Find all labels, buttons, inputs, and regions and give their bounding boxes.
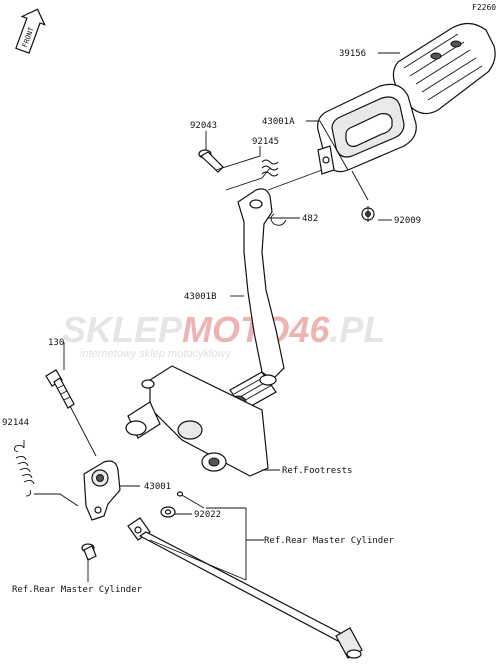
clevis-pin	[81, 543, 97, 561]
callout-39156: 39156	[339, 49, 366, 59]
watermark-brand-4: .PL	[329, 309, 385, 350]
brake-pedal-pad	[317, 83, 417, 175]
callout-ref-rear-master-cylinder-left: Ref.Rear Master Cylinder	[12, 585, 143, 595]
footrest-bracket	[125, 365, 269, 477]
callout-43001A: 43001A	[262, 117, 295, 127]
callout-92043: 92043	[190, 121, 217, 131]
bolt-130	[45, 369, 75, 409]
front-arrow-icon: FRONT	[15, 8, 46, 54]
brake-pedal-arm	[237, 188, 285, 381]
footrest-rubber-pad	[392, 22, 496, 115]
spring-92144	[13, 444, 35, 497]
cotter-pin	[176, 491, 205, 509]
callout-ref-footrests: Ref.Footrests	[282, 466, 352, 476]
callout-482: 482	[302, 214, 318, 224]
pin-92043	[198, 149, 224, 173]
callout-labels: 39156 43001A 92043 92145 482 92009 43001…	[2, 49, 421, 595]
callout-92009: 92009	[394, 216, 421, 226]
svg-text:SKLEPMOTO46.PL: SKLEPMOTO46.PL	[62, 309, 385, 350]
pedal-clevis	[83, 460, 121, 521]
watermark-tagline: internetowy sklep motocyklowy	[80, 348, 233, 360]
callout-92144: 92144	[2, 418, 29, 428]
leader-lines	[23, 52, 400, 582]
washer-92022	[160, 506, 176, 518]
callout-ref-rear-master-cylinder-right: Ref.Rear Master Cylinder	[264, 536, 395, 546]
callout-43001: 43001	[144, 482, 171, 492]
push-rod	[127, 517, 363, 659]
figure-code: F2260	[472, 3, 496, 12]
callout-130: 130	[48, 338, 64, 348]
watermark-brand-3: 46	[288, 309, 330, 350]
callout-43001B: 43001B	[184, 292, 217, 302]
watermark: SKLEPMOTO46.PL internetowy sklep motocyk…	[62, 309, 385, 360]
watermark-brand-1: SKLEP	[62, 309, 183, 350]
callout-92022: 92022	[194, 510, 221, 520]
circlip-482	[270, 213, 287, 226]
callout-92145: 92145	[252, 137, 279, 147]
